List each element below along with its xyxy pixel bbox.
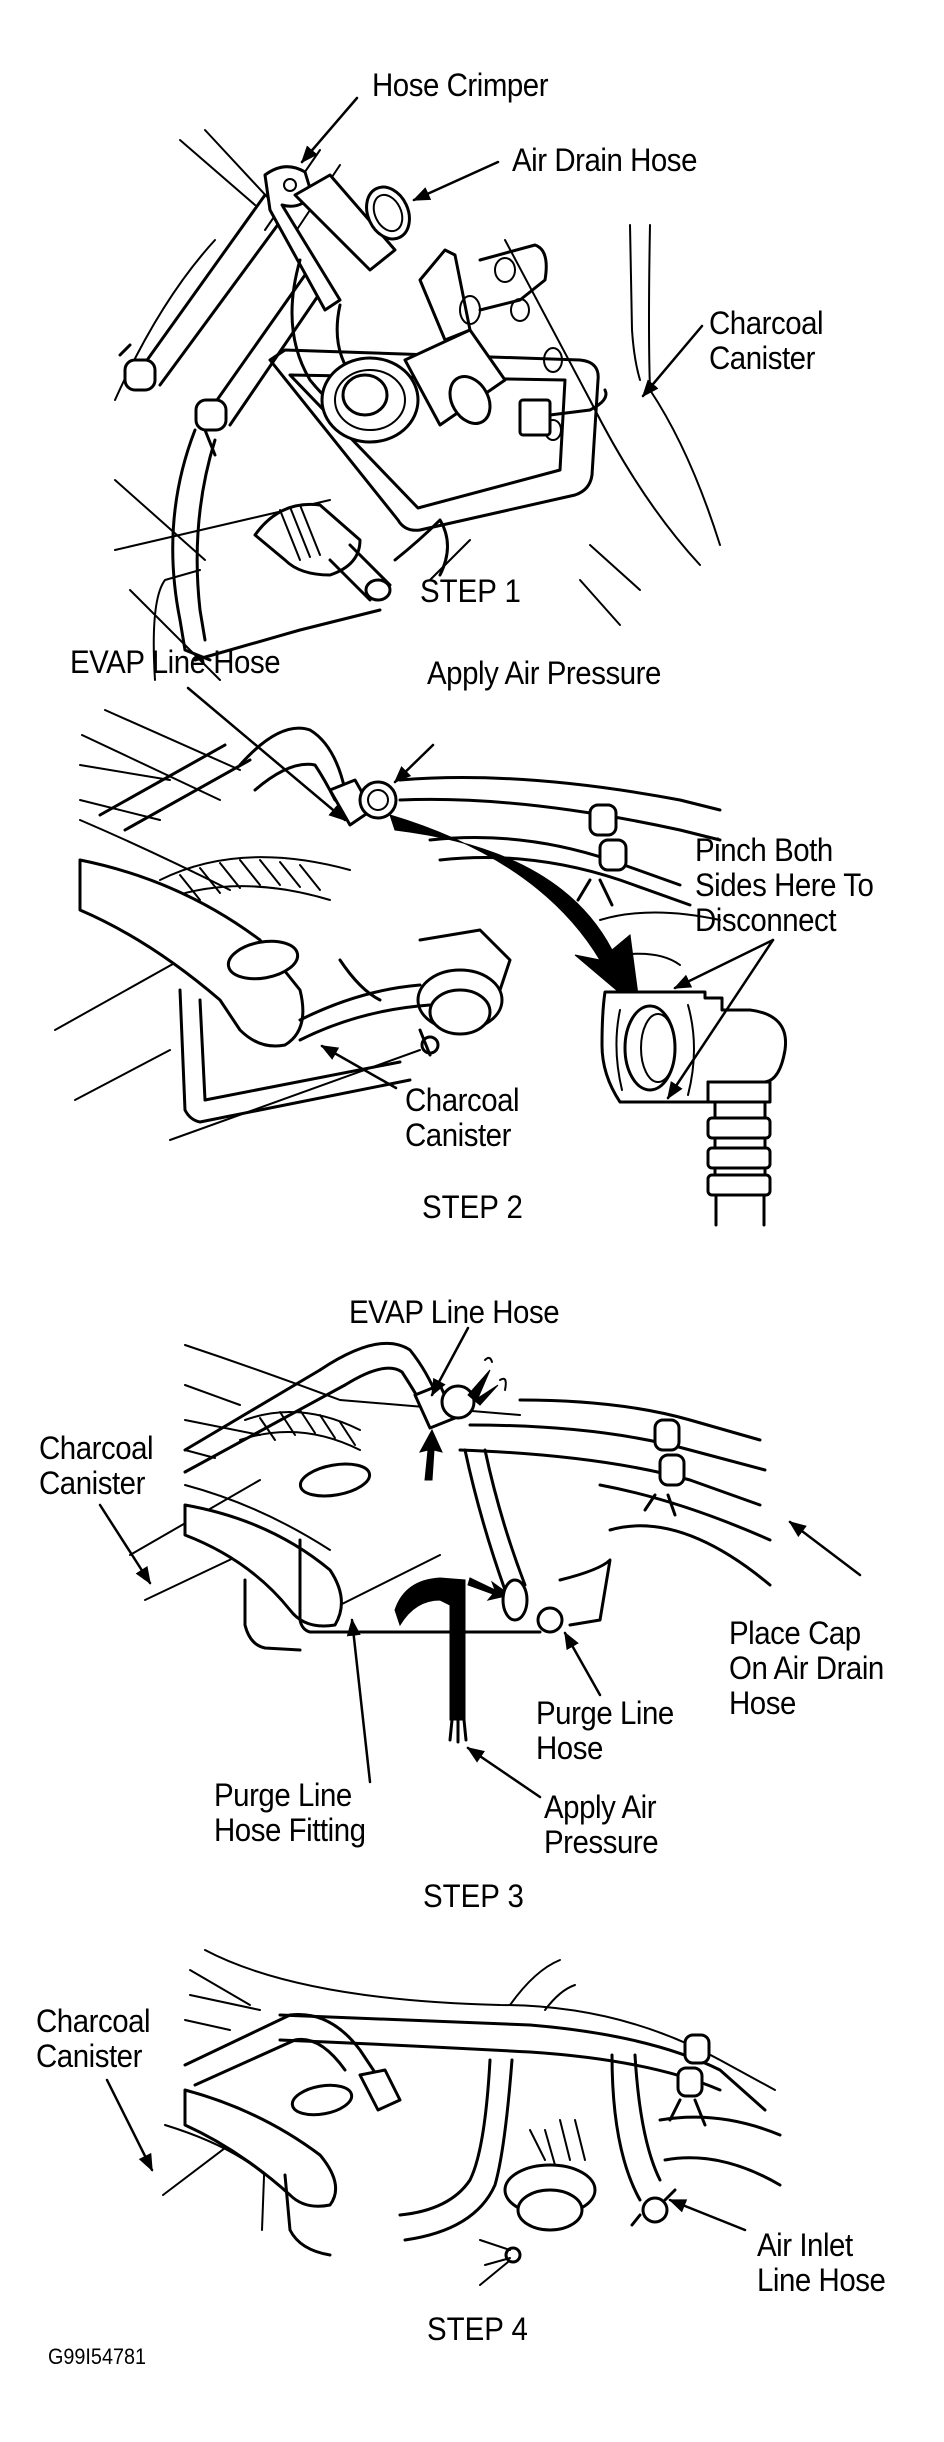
- pinch-point-arrow-bottom: [666, 938, 775, 1100]
- step-4-title: STEP 4: [427, 2311, 528, 2347]
- step-2-drawing: [54, 709, 788, 1227]
- pinch-point-arrow-top: [673, 938, 775, 990]
- apply-air-pressure-label: Apply Air Pressure: [427, 655, 661, 691]
- figure-code: G99I54781: [48, 2344, 146, 2369]
- step-1-callout-arrows: [300, 96, 704, 398]
- place-cap-arrow: [788, 1520, 862, 1577]
- air-drain-hose-arrow: [412, 160, 500, 202]
- apply-air-pressure-label: Apply Air Pressure: [544, 1789, 659, 1860]
- charcoal-canister-label: Charcoal Canister: [36, 2003, 151, 2074]
- charcoal-canister-label: Charcoal Canister: [405, 1082, 520, 1153]
- hose-crimper-label: Hose Crimper: [372, 67, 549, 103]
- evap-line-hose-label: EVAP Line Hose: [70, 644, 281, 680]
- place-cap-label: Place Cap On Air Drain Hose: [729, 1615, 884, 1721]
- air-drain-hose-label: Air Drain Hose: [512, 142, 697, 178]
- step-3-drawing: [129, 1341, 772, 1744]
- evap-line-hose-arrow: [430, 1326, 470, 1397]
- charcoal-canister-label: Charcoal Canister: [709, 305, 824, 376]
- charcoal-canister-label: Charcoal Canister: [39, 1430, 154, 1501]
- purge-line-hose-fitting-arrow: [346, 1618, 372, 1784]
- apply-air-pressure-arrow: [466, 1746, 542, 1799]
- step-2-title: STEP 2: [422, 1189, 523, 1225]
- step-4-callout-arrows: [105, 2078, 747, 2232]
- step-4-drawing: [162, 1949, 782, 2286]
- evap-line-hose-arrow: [186, 686, 347, 822]
- charcoal-canister-arrow: [98, 1503, 152, 1585]
- apply-air-pressure-arrow: [393, 743, 435, 784]
- charcoal-canister-arrow: [641, 324, 704, 398]
- purge-line-hose-arrow: [563, 1631, 602, 1697]
- air-inlet-line-hose-arrow: [668, 2198, 747, 2232]
- step-1-drawing: [114, 129, 721, 681]
- charcoal-canister-arrow: [320, 1044, 398, 1090]
- step-3-callout-arrows: [98, 1326, 862, 1799]
- evap-line-hose-label: EVAP Line Hose: [349, 1294, 560, 1330]
- hose-crimper-arrow: [300, 96, 359, 164]
- pinch-both-sides-label: Pinch Both Sides Here To Disconnect: [695, 832, 874, 938]
- purge-line-hose-fitting-label: Purge Line Hose Fitting: [214, 1777, 366, 1848]
- step-1-title: STEP 1: [420, 573, 521, 609]
- step-3-title: STEP 3: [423, 1878, 524, 1914]
- step-2-callout-arrows: [186, 686, 775, 1100]
- purge-line-hose-label: Purge Line Hose: [536, 1695, 674, 1766]
- air-inlet-line-hose-label: Air Inlet Line Hose: [757, 2227, 886, 2298]
- charcoal-canister-arrow: [105, 2078, 154, 2172]
